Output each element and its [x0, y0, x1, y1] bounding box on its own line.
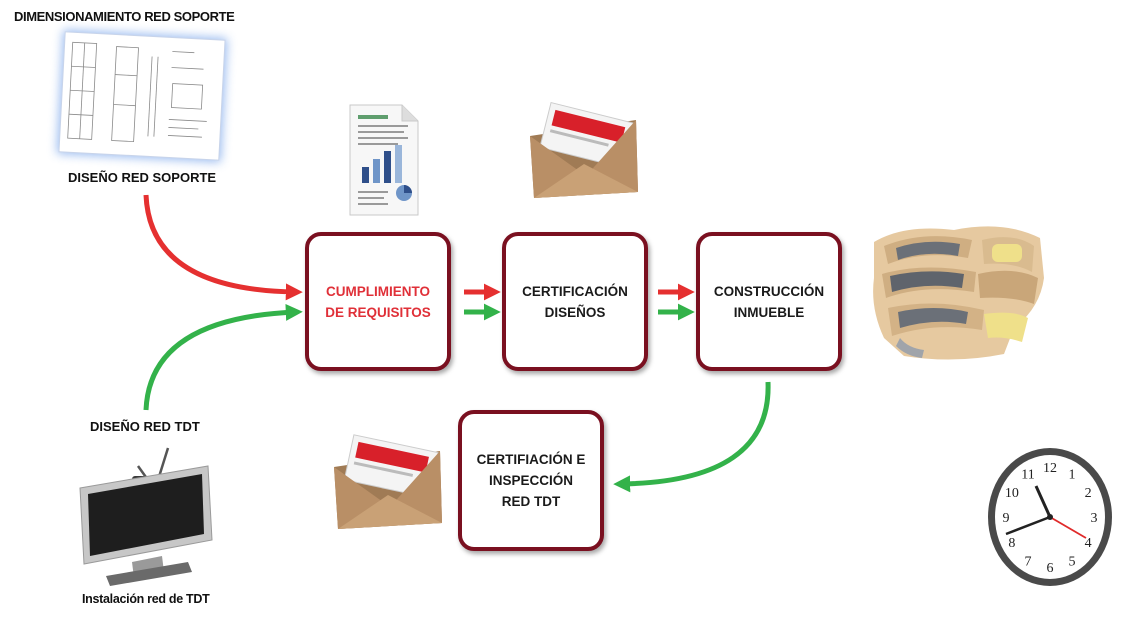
caption-diseno-red-soporte: DISEÑO RED SOPORTE	[68, 170, 217, 185]
step-cumplimiento-requisitos: CUMPLIMIENTO DE REQUISITOS	[305, 232, 451, 371]
clock-numeral: 5	[1069, 554, 1076, 569]
blueprint-icon	[56, 29, 228, 163]
step-certifiacion-inspeccion-tdt: CERTIFIACIÓN E INSPECCIÓN RED TDT	[458, 410, 604, 551]
clock-numeral: 8	[1008, 536, 1015, 551]
step-construccion-line-1: CONSTRUCCIÓN	[713, 283, 825, 299]
clock-numeral: 4	[1085, 536, 1092, 551]
step-construccion-inmueble: CONSTRUCCIÓN INMUEBLE	[696, 232, 842, 371]
step-certificacion-line-2: DISEÑOS	[544, 304, 606, 320]
arrow-construccion-to-tdt	[613, 381, 771, 493]
step-tdt-line-2: INSPECCIÓN	[488, 473, 573, 488]
clock-numeral: 12	[1043, 461, 1057, 476]
clock-numeral: 1	[1069, 468, 1076, 483]
step-cumplimiento-line-1: CUMPLIMIENTO	[326, 283, 430, 299]
arrow-soporte-to-cumplimiento	[143, 194, 303, 301]
step-cumplimiento-line-2: DE REQUISITOS	[325, 304, 431, 320]
building-icon	[873, 226, 1044, 360]
envelope-icon-2	[334, 434, 442, 529]
arrow-tdt-to-cumplimiento	[143, 303, 303, 411]
television-icon	[79, 447, 213, 586]
title-dimensionamiento: DIMENSIONAMIENTO RED SOPORTE	[14, 9, 235, 24]
clock-numeral: 11	[1021, 468, 1034, 483]
step-construccion-line-2: INMUEBLE	[733, 304, 805, 320]
clock-numeral: 6	[1047, 561, 1054, 576]
clock-numeral: 7	[1025, 554, 1032, 569]
envelope-icon	[530, 101, 638, 198]
report-document-icon	[349, 104, 419, 216]
clock-numeral: 10	[1005, 486, 1019, 501]
caption-diseno-red-tdt: DISEÑO RED TDT	[90, 419, 200, 434]
step-tdt-line-1: CERTIFIACIÓN E	[476, 452, 586, 467]
step-tdt-line-3: RED TDT	[501, 494, 561, 509]
clock-numeral: 2	[1085, 486, 1092, 501]
step-certificacion-line-1: CERTIFICACIÓN	[522, 283, 628, 299]
caption-instalacion: Instalación red de TDT	[82, 592, 210, 606]
clock-numeral: 3	[1091, 511, 1098, 526]
step-certificacion-disenos: CERTIFICACIÓN DISEÑOS	[502, 232, 648, 371]
clock-numeral: 9	[1003, 511, 1010, 526]
